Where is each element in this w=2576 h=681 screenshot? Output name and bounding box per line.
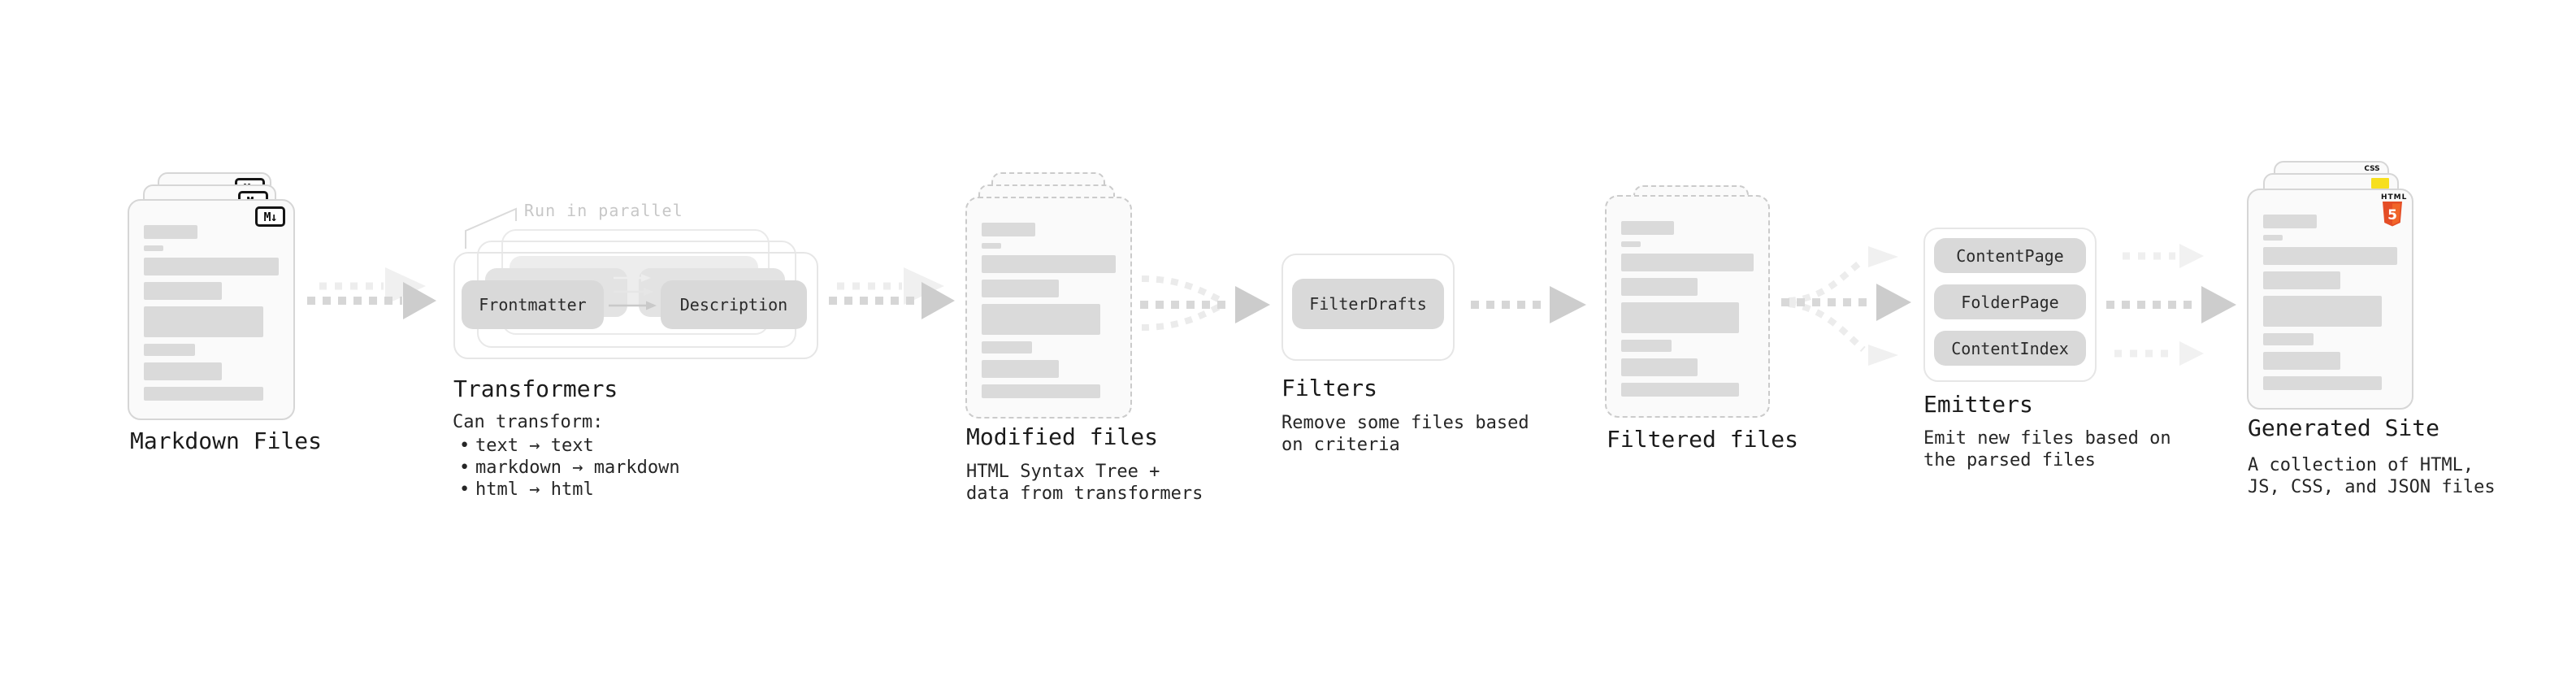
capability-item: html → html [453, 479, 680, 501]
text-line-bar [144, 387, 264, 401]
transformers-desc-title: Can transform: [453, 412, 604, 432]
modified-document-front [965, 197, 1132, 419]
text-line-bar [2263, 333, 2314, 345]
transformer-group-front [453, 252, 818, 359]
flow-arrow-filtered-to-emitters [1781, 246, 1911, 366]
text-line-bar [982, 341, 1033, 354]
text-line-bar [1621, 358, 1698, 376]
text-line-bar [1621, 340, 1672, 352]
svg-text:5: 5 [2387, 207, 2397, 223]
emitters-group-box [1923, 228, 2097, 382]
text-line-bar [982, 384, 1101, 398]
document-text-lines [967, 198, 1130, 417]
text-line-bar [2263, 376, 2383, 390]
flow-arrow-modified-to-filters [1140, 275, 1270, 331]
text-line-bar [982, 255, 1116, 273]
text-line-bar [982, 280, 1060, 297]
text-line-bar [1621, 241, 1641, 247]
document-text-lines [1607, 197, 1768, 416]
html5-shield: 5 [2383, 202, 2402, 227]
text-line-bar [144, 258, 279, 275]
emitter-node-folderpage: FolderPage [1934, 284, 2086, 319]
markdown-document-front: M↓ [128, 199, 295, 420]
markdown-files-label: Markdown Files [130, 427, 323, 454]
filters-desc: Remove some files based on criteria [1281, 413, 1529, 455]
text-line-bar [1621, 254, 1754, 271]
text-line-bar [982, 223, 1035, 236]
run-in-parallel-annotation: Run in parallel [524, 201, 683, 220]
filtered-files-label: Filtered files [1607, 426, 1799, 453]
text-line-bar [144, 282, 222, 300]
transformer-io-arrows [609, 274, 657, 310]
text-line-bar [982, 243, 1001, 249]
modified-files-label: Modified files [966, 423, 1159, 450]
text-line-bar [144, 344, 195, 356]
text-line-bar [2263, 271, 2341, 289]
emitters-label: Emitters [1923, 391, 2033, 418]
text-line-bar [1621, 221, 1675, 235]
generated-document-front: HTML 5 [2247, 189, 2413, 410]
flow-arrow-emitters-to-generated [2106, 244, 2236, 366]
text-line-bar [982, 304, 1101, 335]
text-line-bar [1621, 383, 1739, 397]
text-line-bar [2263, 235, 2283, 241]
js-file-icon [2371, 178, 2389, 189]
modified-files-desc: HTML Syntax Tree + data from transformer… [966, 462, 1203, 504]
generated-site-desc: A collection of HTML, JS, CSS, and JSON … [2248, 455, 2496, 497]
html5-icon-label: HTML [2381, 193, 2408, 202]
capability-item: text → text [453, 435, 680, 457]
document-text-lines [2249, 190, 2412, 408]
filters-group-box [1281, 254, 1455, 361]
markdown-icon: M↓ [255, 206, 285, 227]
filters-label: Filters [1281, 375, 1378, 401]
text-line-bar [1621, 302, 1739, 333]
css-icon-label: CSS [2364, 165, 2380, 173]
text-line-bar [144, 245, 163, 251]
filter-node-filterdrafts: FilterDrafts [1292, 279, 1444, 329]
text-line-bar [144, 306, 264, 337]
emitter-node-contentpage: ContentPage [1934, 238, 2086, 273]
transformers-label: Transformers [453, 375, 618, 402]
emitters-desc: Emit new files based on the parsed files [1923, 428, 2171, 471]
transformer-node-description: Description [661, 280, 807, 329]
generated-site-label: Generated Site [2248, 414, 2440, 441]
text-line-bar [2263, 352, 2341, 370]
text-line-bar [2263, 247, 2397, 265]
transformer-node-frontmatter: Frontmatter [462, 280, 604, 329]
flow-arrow-transformers-to-modified [829, 267, 955, 319]
text-line-bar [1621, 278, 1698, 296]
text-line-bar [2263, 215, 2317, 228]
emitter-node-contentindex: ContentIndex [1934, 331, 2086, 366]
transformers-capability-list: text → text markdown → markdown html → h… [453, 435, 680, 501]
text-line-bar [982, 360, 1060, 378]
flow-arrow-filters-to-filtered [1471, 286, 1586, 323]
run-in-parallel-leader-line [465, 207, 517, 249]
text-line-bar [2263, 296, 2383, 327]
text-line-bar [144, 225, 198, 239]
text-line-bar [144, 362, 222, 380]
document-text-lines [129, 201, 293, 419]
flow-arrow-markdown-to-transformers [307, 267, 436, 319]
html5-icon: HTML 5 [2381, 193, 2408, 231]
capability-item: markdown → markdown [453, 457, 680, 479]
filtered-document-front [1605, 195, 1770, 418]
